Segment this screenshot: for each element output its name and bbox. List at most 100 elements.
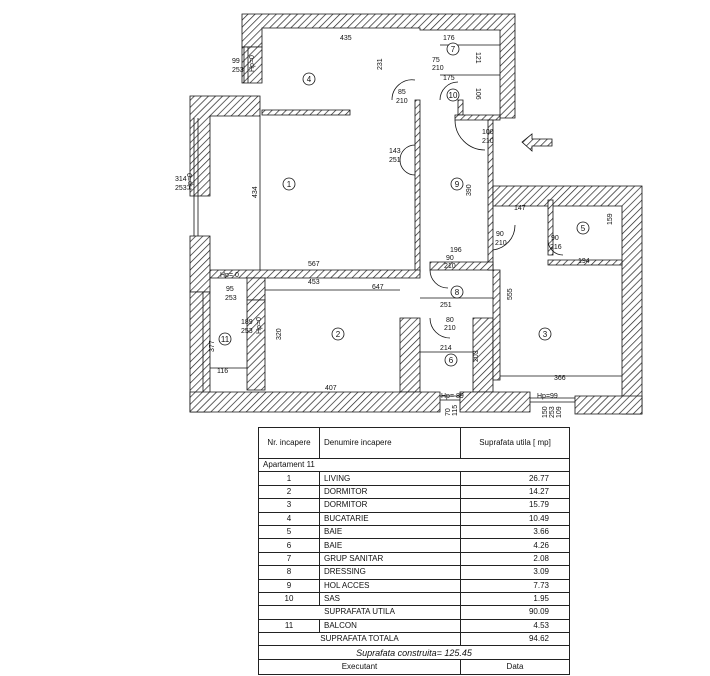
dimension-label: Hp=99 [537,393,558,400]
room-area: 14.27 [460,484,570,500]
room-area: 10.49 [460,511,570,526]
floor-plan: 1 2 3 4 5 6 7 8 9 10 11 435 176 121 175 … [175,13,643,418]
dimension-label: 214 [440,345,452,352]
dimension-label: 147 [514,205,526,212]
room-area: 7.73 [460,578,570,593]
room-name: SAS [319,591,461,607]
date-label: Data [460,658,570,675]
dimension-label: 210 [482,138,494,145]
room-name: BAIE [319,538,461,553]
dimension-label: 555 [507,288,514,300]
dimension-label: 150 [542,406,549,418]
svg-text:8: 8 [455,288,460,297]
room-label: 1 [282,177,296,191]
svg-text:10: 10 [449,91,458,100]
dimension-label: 143 [389,148,401,155]
dimension-label: 390 [466,184,473,196]
dimension-labels: 435 176 121 175 75 210 99 253 Hp=0 231 8… [175,35,614,418]
room-label: 8 [450,285,464,299]
dimension-label: 176 [443,35,455,42]
room-area: 2.08 [460,551,570,567]
total-area-label: SUPRAFATA TOTALA [258,632,461,647]
svg-text:5: 5 [581,224,586,233]
room-name: GRUP SANITAR [319,551,461,567]
dimension-label: 90 [496,231,504,238]
room-area: 3.09 [460,565,570,580]
svg-text:9: 9 [455,180,460,189]
svg-text:4: 4 [307,75,312,84]
dimension-label: 90 [551,235,559,242]
dimension-label: Hp=0 [249,55,256,72]
dimension-label: 106 [474,88,481,100]
room-nr: 10 [258,591,320,607]
dimension-label: 75 [432,57,440,64]
dimension-label: 85 [398,89,406,96]
dimension-label: 203 [473,350,480,362]
dimension-label: 90 [446,255,454,262]
dimension-label: 647 [372,284,384,291]
room-name: DORMITOR [319,484,461,500]
balcony-area: 4.53 [460,618,570,634]
balcony-name: BALCON [319,618,461,634]
room-nr: 5 [258,524,320,540]
dimension-label: 407 [325,385,337,392]
dimension-label: 70 [445,408,452,416]
dimension-label: 253 [241,328,253,335]
room-area: 15.79 [460,498,570,513]
dimension-label: 231 [377,58,384,70]
executant-label: Executant [258,658,461,675]
room-area: 1.95 [460,591,570,607]
room-nr: 2 [258,484,320,500]
windows [193,44,622,403]
dimension-label: 189 [241,319,253,326]
dimension-label: Hp= 0 [220,272,239,279]
room-nr: 4 [258,511,320,526]
room-nr: 7 [258,551,320,567]
dimension-label: 196 [450,247,462,254]
room-area: 3.66 [460,524,570,540]
room-label: 3 [538,327,552,341]
dimension-label: 251 [389,157,401,164]
room-label: 9 [450,177,464,191]
room-name: LIVING [319,471,461,486]
dimension-label: 567 [308,261,320,268]
dimension-label: 210 [396,98,408,105]
room-nr: 6 [258,538,320,553]
room-area: 4.26 [460,538,570,553]
svg-text:1: 1 [287,180,292,189]
room-label: 5 [576,221,590,235]
svg-text:6: 6 [449,356,454,365]
total-area-value: 94.62 [460,632,570,647]
useful-area-label: SUPRAFATA UTILA [258,605,461,620]
dimension-label: 253 [232,67,244,74]
room-schedule-table: Nr. incapere Denumire incapere Suprafata… [258,427,570,675]
dimension-label: 210 [432,65,444,72]
dimension-label: 453 [308,279,320,286]
room-labels: 1 2 3 4 5 6 7 8 9 10 11 [218,42,590,367]
svg-text:2: 2 [336,330,341,339]
table-header: Nr. incapere Denumire incapere Suprafata… [258,427,570,459]
svg-text:11: 11 [221,335,230,344]
dimension-label: 366 [554,375,566,382]
dimension-label: 99 [232,58,240,65]
dimension-label: 80 [446,317,454,324]
entry-arrow-icon [521,133,553,152]
room-name: DRESSING [319,565,461,580]
dimension-label: 216 [550,244,562,251]
room-nr: 1 [258,471,320,486]
dimension-label: 253 [175,185,187,192]
dimension-label: 253 [225,295,237,302]
dimension-label: 210 [444,263,456,270]
room-name: BUCATARIE [319,511,461,526]
room-label: 4 [302,72,316,86]
balcony-nr: 11 [258,618,320,634]
